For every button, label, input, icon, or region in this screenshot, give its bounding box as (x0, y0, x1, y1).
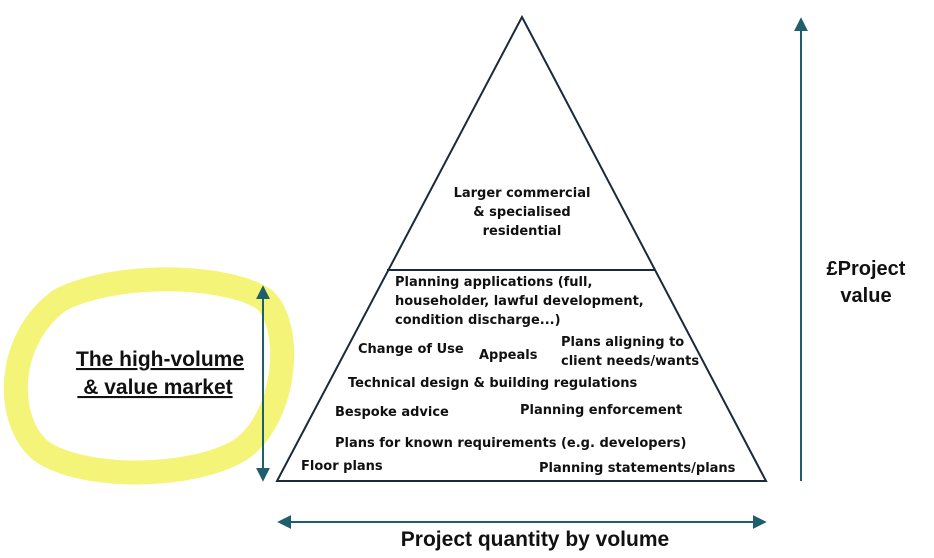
x-axis-label: Project quantity by volume (401, 528, 669, 551)
plans-aligning-line-2: client needs/wants (561, 354, 699, 369)
plans-known-requirements-label: Plans for known requirements (e.g. devel… (335, 436, 686, 451)
plans-aligning-line-1: Plans aligning to (561, 335, 684, 350)
y-axis-label-line-2: value (840, 285, 891, 307)
top-section-line-1: Larger commercial (454, 186, 591, 201)
appeals-label: Appeals (479, 348, 538, 363)
market-callout-line-2: & value market (77, 376, 232, 399)
planning-applications-line-2: householder, lawful development, (395, 294, 644, 309)
planning-applications-line-3: condition discharge...) (395, 313, 561, 328)
planning-applications-line-1: Planning applications (full, (395, 275, 592, 290)
top-section-line-2: & specialised (473, 205, 570, 220)
top-section-line-3: residential (483, 224, 562, 239)
planning-enforcement-label: Planning enforcement (520, 403, 682, 418)
planning-statements-label: Planning statements/plans (539, 461, 736, 476)
pyramid-outline (275, 14, 768, 482)
y-axis-label-line-1: £Project (827, 258, 906, 280)
market-callout-line-1: The high-volume (76, 348, 244, 371)
floor-plans-label: Floor plans (301, 459, 383, 474)
bespoke-advice-label: Bespoke advice (335, 405, 449, 420)
highlight-circle (3, 267, 295, 485)
change-of-use-label: Change of Use (358, 342, 464, 357)
technical-design-label: Technical design & building regulations (348, 376, 638, 391)
